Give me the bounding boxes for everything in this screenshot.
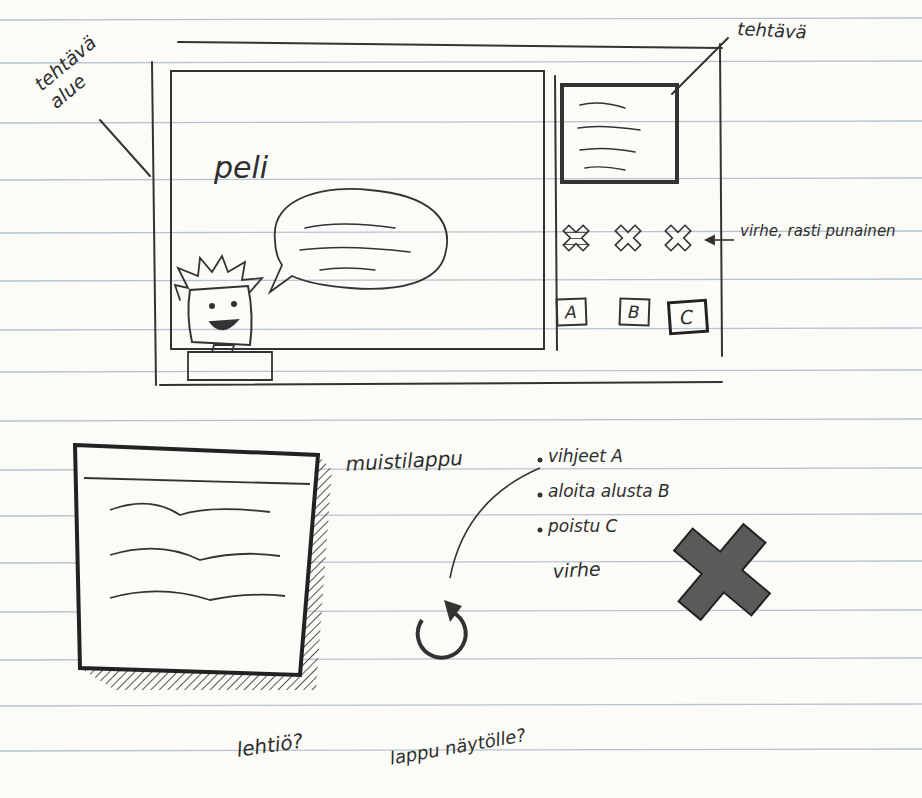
scribble bbox=[578, 103, 640, 170]
handwritten-note: virhe bbox=[552, 557, 601, 582]
button-letter: A bbox=[565, 302, 579, 322]
handwritten-note: tehtävä alue bbox=[30, 17, 132, 113]
character-body bbox=[188, 345, 272, 380]
mistake-cross-empty bbox=[658, 218, 698, 258]
leader-line bbox=[450, 468, 540, 578]
handwritten-note: lehtiö? bbox=[235, 729, 304, 762]
button-letter: C bbox=[679, 305, 696, 328]
bullet bbox=[538, 493, 543, 498]
handwritten-note: tehtävä bbox=[737, 18, 807, 43]
handwritten-note: muistilappu bbox=[345, 446, 464, 476]
option-button: A bbox=[556, 297, 588, 326]
option-button: C bbox=[667, 299, 709, 336]
handwritten-note: poistu C bbox=[548, 516, 618, 536]
mistake-cross-empty bbox=[608, 218, 648, 258]
handwritten-note: aloita alusta B bbox=[548, 481, 670, 501]
bullet bbox=[538, 528, 543, 533]
option-button: B bbox=[619, 297, 651, 326]
scribble bbox=[300, 224, 410, 270]
scribble bbox=[84, 478, 310, 600]
task-area-frame bbox=[152, 42, 722, 385]
notepad bbox=[75, 445, 318, 675]
character-head bbox=[188, 286, 251, 345]
leader-arrow bbox=[706, 239, 734, 241]
character-mouth bbox=[210, 320, 238, 330]
speech-bubble bbox=[270, 189, 447, 292]
restart-icon-head bbox=[444, 600, 462, 622]
leader-line bbox=[672, 38, 728, 94]
character-hair bbox=[175, 256, 262, 300]
button-letter: B bbox=[628, 302, 642, 322]
mistake-cross-filled bbox=[556, 218, 596, 258]
ruled-lines bbox=[0, 18, 922, 751]
handwritten-note: virhe, rasti punainen bbox=[740, 222, 905, 240]
character-eye bbox=[231, 301, 237, 307]
bullet bbox=[538, 458, 543, 463]
leader-line bbox=[100, 120, 150, 176]
character-eye bbox=[209, 303, 215, 309]
game-area-box: peli bbox=[170, 70, 545, 350]
handwritten-note: lappu näytölle? bbox=[388, 724, 527, 769]
handwritten-note: vihjeet A bbox=[548, 446, 623, 466]
mistake-cross-big bbox=[651, 501, 793, 643]
restart-icon bbox=[418, 612, 466, 658]
task-box bbox=[562, 85, 677, 182]
area-title: peli bbox=[214, 150, 543, 185]
